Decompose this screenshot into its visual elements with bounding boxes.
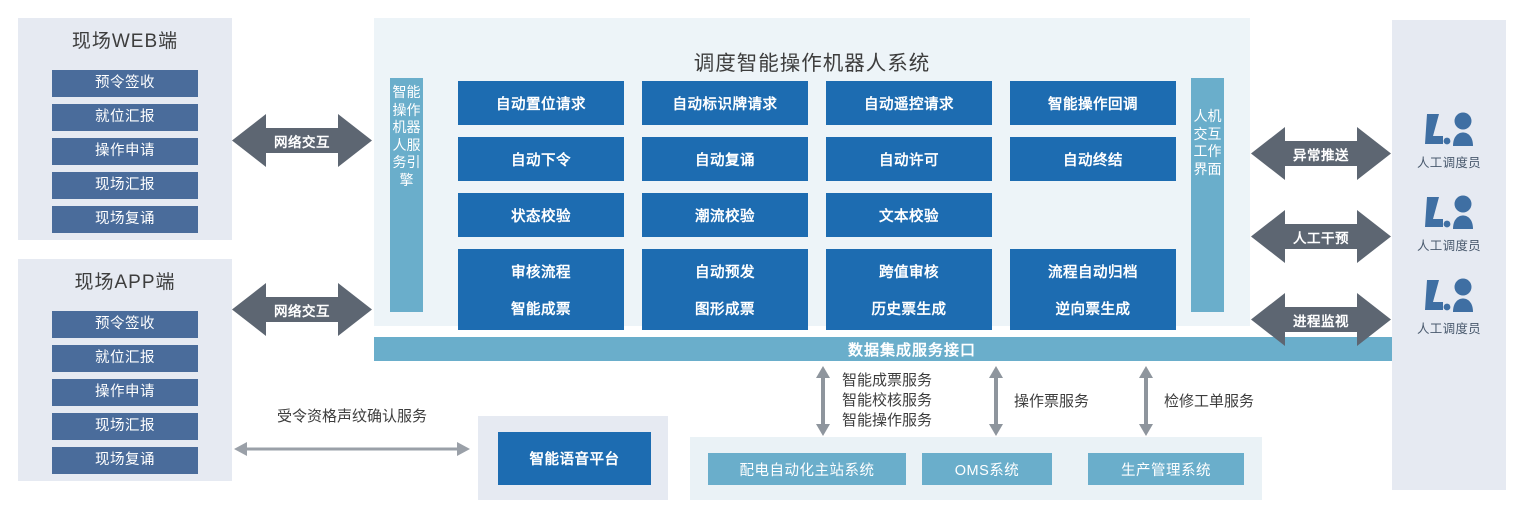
service-label-1-line-0: 操作票服务 (1014, 393, 1090, 410)
fn-box-r1c1[interactable]: 自动复诵 (642, 137, 808, 181)
voiceprint-arrow (234, 440, 470, 458)
service-label-0-line-1: 智能校核服务 (842, 392, 933, 409)
external-system-1[interactable]: OMS系统 (922, 453, 1052, 485)
web-item-0[interactable]: 预令签收 (52, 70, 198, 97)
fn-box-r3c1[interactable]: 自动预发 (642, 249, 808, 293)
operator-label-1: 人工调度员 (1416, 239, 1481, 253)
service-label-2: 检修工单服务 (1164, 392, 1254, 412)
client-panel-app-title: 现场APP端 (74, 272, 176, 293)
client-panel-web-title: 现场WEB端 (71, 31, 179, 52)
fn-box-r2c1[interactable]: 潮流校验 (642, 193, 808, 237)
web-item-4[interactable]: 现场复诵 (52, 206, 198, 233)
fn-box-r1c0[interactable]: 自动下令 (458, 137, 624, 181)
service-arrow-2 (1138, 366, 1154, 436)
operator-panel: 人工调度员 人工调度员 人工调度员 (1392, 20, 1506, 490)
fn-box-r2c0[interactable]: 状态校验 (458, 193, 624, 237)
data-integration-bar: 数据集成服务接口 (374, 337, 1450, 361)
main-system-title: 调度智能操作机器人系统 (693, 52, 931, 75)
web-item-3[interactable]: 现场汇报 (52, 172, 198, 199)
fn-box-r3c0[interactable]: 审核流程 (458, 249, 624, 293)
operator-entry-2: 人工调度员 (1392, 276, 1506, 337)
voiceprint-service-label: 受令资格声纹确认服务 (276, 408, 427, 425)
operator-desk-icon (1425, 112, 1473, 146)
fn-box-r1c2[interactable]: 自动许可 (826, 137, 992, 181)
fn-box-r0c1[interactable]: 自动标识牌请求 (642, 81, 808, 125)
operator-arrow-exception: 异常推送 (1251, 125, 1391, 182)
app-item-0[interactable]: 预令签收 (52, 311, 198, 338)
double-arrow-vertical-icon (816, 366, 830, 436)
double-arrow-thin-icon (234, 442, 470, 456)
operator-label-2: 人工调度员 (1416, 322, 1481, 336)
main-system-region: 调度智能操作机器人系统 智能操作机器人服务引擎 人机交互工作界面 自动置位请求 … (374, 18, 1250, 330)
service-arrow-1 (988, 366, 1004, 436)
operator-arrow-manual: 人工干预 (1251, 208, 1391, 265)
app-item-2[interactable]: 操作申请 (52, 379, 198, 406)
service-label-0-line-2: 智能操作服务 (842, 412, 933, 429)
app-item-1[interactable]: 就位汇报 (52, 345, 198, 372)
double-arrow-icon (1251, 293, 1391, 346)
operator-label-0: 人工调度员 (1416, 156, 1481, 170)
service-label-2-line-0: 检修工单服务 (1164, 393, 1255, 410)
fn-box-r4c3[interactable]: 逆向票生成 (1010, 286, 1176, 330)
double-arrow-icon (232, 114, 372, 167)
voice-platform-box[interactable]: 智能语音平台 (498, 432, 651, 485)
fn-box-r4c1[interactable]: 图形成票 (642, 286, 808, 330)
service-label-0: 智能成票服务 智能校核服务 智能操作服务 (842, 371, 932, 431)
operator-desk-icon (1425, 195, 1473, 229)
voice-platform-container: 智能语音平台 (478, 416, 668, 500)
web-item-1[interactable]: 就位汇报 (52, 104, 198, 131)
network-arrow-app: 网络交互 (232, 281, 372, 338)
double-arrow-icon (1251, 127, 1391, 180)
operator-arrow-monitor: 进程监视 (1251, 291, 1391, 348)
app-item-4[interactable]: 现场复诵 (52, 447, 198, 474)
network-arrow-web: 网络交互 (232, 112, 372, 169)
double-arrow-icon (1251, 210, 1391, 263)
fn-box-r3c3[interactable]: 流程自动归档 (1010, 249, 1176, 293)
service-engine-bar: 智能操作机器人服务引擎 (390, 78, 423, 312)
external-system-0[interactable]: 配电自动化主站系统 (708, 453, 906, 485)
operator-desk-icon (1425, 278, 1473, 312)
fn-box-r1c3[interactable]: 自动终结 (1010, 137, 1176, 181)
operator-entry-1: 人工调度员 (1392, 193, 1506, 254)
fn-box-r4c0[interactable]: 智能成票 (458, 286, 624, 330)
double-arrow-vertical-icon (989, 366, 1003, 436)
fn-box-r4c2[interactable]: 历史票生成 (826, 286, 992, 330)
service-label-0-line-0: 智能成票服务 (842, 372, 933, 389)
fn-box-r3c2[interactable]: 跨值审核 (826, 249, 992, 293)
external-systems-container: 配电自动化主站系统 OMS系统 生产管理系统 (690, 437, 1262, 500)
client-panel-web: 现场WEB端 预令签收 就位汇报 操作申请 现场汇报 现场复诵 (18, 18, 232, 240)
fn-box-r2c2[interactable]: 文本校验 (826, 193, 992, 237)
service-label-1: 操作票服务 (1014, 392, 1089, 412)
service-arrow-0 (815, 366, 831, 436)
client-panel-app: 现场APP端 预令签收 就位汇报 操作申请 现场汇报 现场复诵 (18, 259, 232, 481)
fn-box-r0c2[interactable]: 自动遥控请求 (826, 81, 992, 125)
web-item-2[interactable]: 操作申请 (52, 138, 198, 165)
hmi-workbench-bar-label: 人机交互工作界面 (1193, 108, 1222, 177)
external-system-2[interactable]: 生产管理系统 (1088, 453, 1244, 485)
fn-box-r0c3[interactable]: 智能操作回调 (1010, 81, 1176, 125)
hmi-workbench-bar: 人机交互工作界面 (1191, 78, 1224, 312)
app-item-3[interactable]: 现场汇报 (52, 413, 198, 440)
fn-box-r0c0[interactable]: 自动置位请求 (458, 81, 624, 125)
double-arrow-icon (232, 283, 372, 336)
operator-entry-0: 人工调度员 (1392, 110, 1506, 171)
service-engine-bar-label: 智能操作机器人服务引擎 (392, 84, 421, 188)
double-arrow-vertical-icon (1139, 366, 1153, 436)
